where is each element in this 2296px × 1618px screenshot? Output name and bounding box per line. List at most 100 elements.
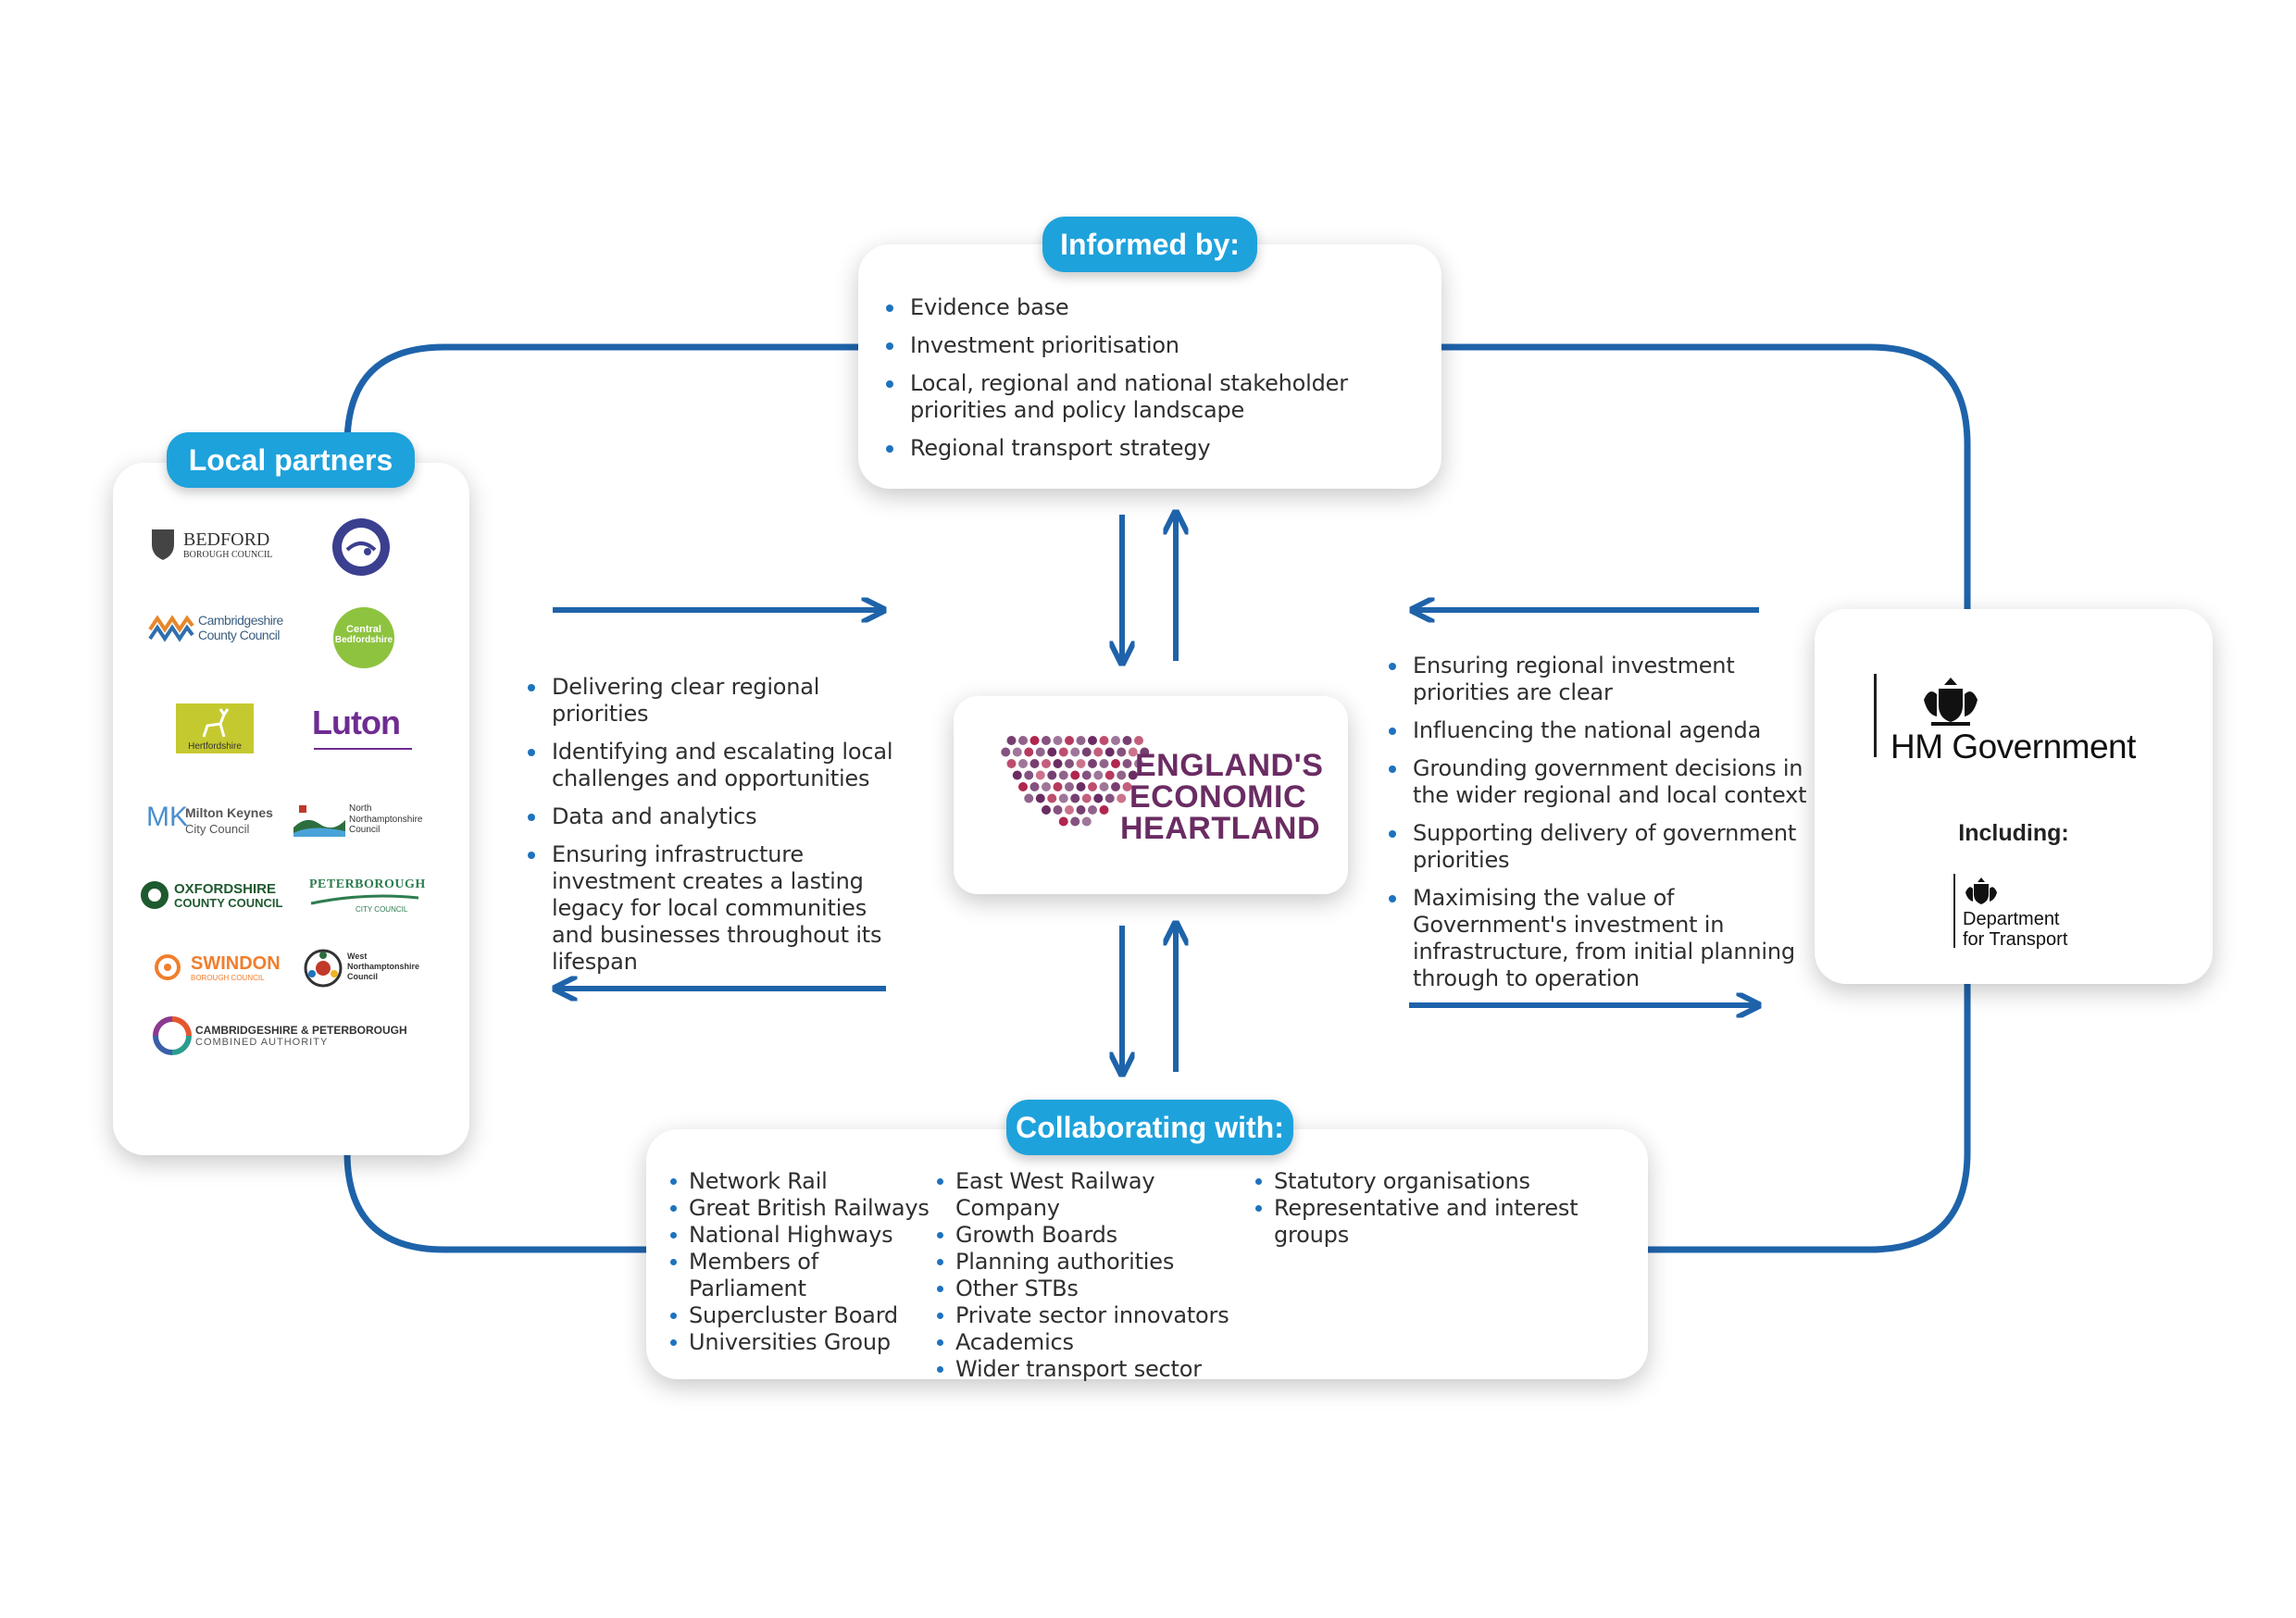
heart-dot xyxy=(1018,782,1028,791)
central-bedfordshire-logo: Central Bedfordshire xyxy=(333,607,394,668)
peterborough-swoosh-icon xyxy=(310,894,419,905)
heart-dot xyxy=(1029,782,1040,791)
heart-dot xyxy=(1122,736,1132,745)
heart-dot xyxy=(1047,793,1057,803)
collaborating-card: Network Rail Great British Railways Nati… xyxy=(646,1129,1648,1382)
dft-rule xyxy=(1953,874,1955,948)
collaborating-item: Private sector innovators xyxy=(937,1302,1252,1329)
left-list-item: Delivering clear regional priorities xyxy=(528,674,898,728)
heart-dot xyxy=(1081,747,1092,757)
heart-dot xyxy=(1006,736,1017,745)
heart-dot xyxy=(1081,816,1092,827)
left-list-item: Ensuring infrastructure investment creat… xyxy=(528,841,898,976)
hm-government-rule xyxy=(1874,674,1877,757)
heart-dot xyxy=(1122,759,1132,768)
heart-dot xyxy=(1070,816,1080,827)
heart-dot xyxy=(1047,770,1057,780)
crest-icon xyxy=(152,529,174,560)
heart-dot xyxy=(1024,770,1034,780)
heart-dot xyxy=(1088,782,1097,791)
heart-dot xyxy=(1128,770,1138,780)
dft-crest-icon xyxy=(1965,877,1997,904)
heart-dot xyxy=(1035,793,1045,803)
heart-dot xyxy=(1053,805,1063,815)
informed-by-card: Evidence base Investment prioritisation … xyxy=(858,244,1441,489)
heart-dot xyxy=(1065,805,1074,815)
heart-dot xyxy=(1117,770,1127,780)
informed-by-item: Regional transport strategy xyxy=(886,435,1423,462)
eeh-card: ENGLAND'S ECONOMIC HEARTLAND xyxy=(954,696,1348,894)
hertfordshire-logo: Hertfordshire xyxy=(176,703,254,753)
heart-dot xyxy=(1042,759,1051,768)
heart-dot xyxy=(1099,782,1109,791)
heart-dot xyxy=(1029,759,1040,768)
hart-icon xyxy=(202,708,230,738)
heart-dot xyxy=(1001,747,1011,757)
eeh-line2: ECONOMIC xyxy=(1129,779,1306,815)
heart-dot xyxy=(1093,747,1104,757)
heart-dot xyxy=(1104,770,1115,780)
collaborating-pill: Collaborating with: xyxy=(1006,1100,1293,1155)
heart-dot xyxy=(1065,782,1074,791)
heart-dot xyxy=(1081,770,1092,780)
left-list-item: Identifying and escalating local challen… xyxy=(528,739,898,792)
right-list-item: Maximising the value of Government's inv… xyxy=(1389,885,1819,992)
heart-dot xyxy=(1117,793,1127,803)
local-partners-pill: Local partners xyxy=(167,432,415,488)
local-partners-card xyxy=(113,463,469,1155)
heart-dot xyxy=(1012,747,1022,757)
heart-dot xyxy=(1058,747,1068,757)
eeh-heart-icon xyxy=(1001,736,1150,827)
collaborating-item: East West Railway Company xyxy=(937,1168,1252,1222)
informed-by-item: Local, regional and national stakeholder… xyxy=(886,370,1423,424)
hm-government-name: HM Government xyxy=(1890,728,2136,765)
combined-authority-emblem-icon xyxy=(153,1016,192,1055)
heart-dot xyxy=(1058,816,1068,827)
heart-dot xyxy=(1053,736,1063,745)
heart-dot xyxy=(1024,747,1034,757)
collaborating-item: Statutory organisations xyxy=(1255,1168,1635,1195)
collaborating-item: National Highways xyxy=(670,1222,930,1249)
heart-dot xyxy=(1018,759,1028,768)
informed-by-list: Evidence base Investment prioritisation … xyxy=(886,294,1423,473)
collaborating-col3: Statutory organisations Representative a… xyxy=(1255,1168,1635,1249)
heart-dot xyxy=(1070,793,1080,803)
heart-dot xyxy=(1006,759,1017,768)
heart-dot xyxy=(1058,793,1068,803)
heart-dot xyxy=(1099,805,1109,815)
heart-dot xyxy=(1042,782,1051,791)
eeh-line1: ENGLAND'S xyxy=(1135,748,1324,783)
heart-dot xyxy=(1088,736,1097,745)
informed-by-pill: Informed by: xyxy=(1042,217,1257,272)
heart-dot xyxy=(1081,793,1092,803)
collaborating-item: Planning authorities xyxy=(937,1249,1252,1276)
right-list-item: Ensuring regional investment priorities … xyxy=(1389,653,1819,706)
heart-dot xyxy=(1111,736,1120,745)
heart-dot xyxy=(1053,759,1063,768)
heart-dot xyxy=(1088,805,1097,815)
heart-dot xyxy=(1140,747,1150,757)
heart-dot xyxy=(1099,736,1109,745)
right-list-item: Grounding government decisions in the wi… xyxy=(1389,755,1819,809)
heart-dot xyxy=(1012,770,1022,780)
heart-dot xyxy=(1104,747,1115,757)
heart-dot xyxy=(1099,759,1109,768)
heart-dot xyxy=(1093,793,1104,803)
heart-dot xyxy=(1065,759,1074,768)
eeh-line3: HEARTLAND xyxy=(1120,811,1321,846)
royal-coat-of-arms-icon xyxy=(1924,678,1978,726)
heart-dot xyxy=(1070,747,1080,757)
heart-dot xyxy=(1070,770,1080,780)
landscape-icon xyxy=(293,803,345,837)
hm-government-card: HM Government Including: Department for … xyxy=(1815,609,2213,984)
heart-dot xyxy=(1134,736,1143,745)
buckinghamshire-emblem-icon xyxy=(332,518,390,576)
collaborating-item: Members of Parliament xyxy=(670,1249,930,1302)
collaborating-item: Network Rail xyxy=(670,1168,930,1195)
left-list: Delivering clear regional priorities Ide… xyxy=(528,674,898,987)
heart-dot xyxy=(1053,782,1063,791)
heart-dot xyxy=(1042,805,1051,815)
luton-logo: Luton xyxy=(312,703,414,750)
west-northamptonshire-emblem-icon xyxy=(304,949,343,988)
